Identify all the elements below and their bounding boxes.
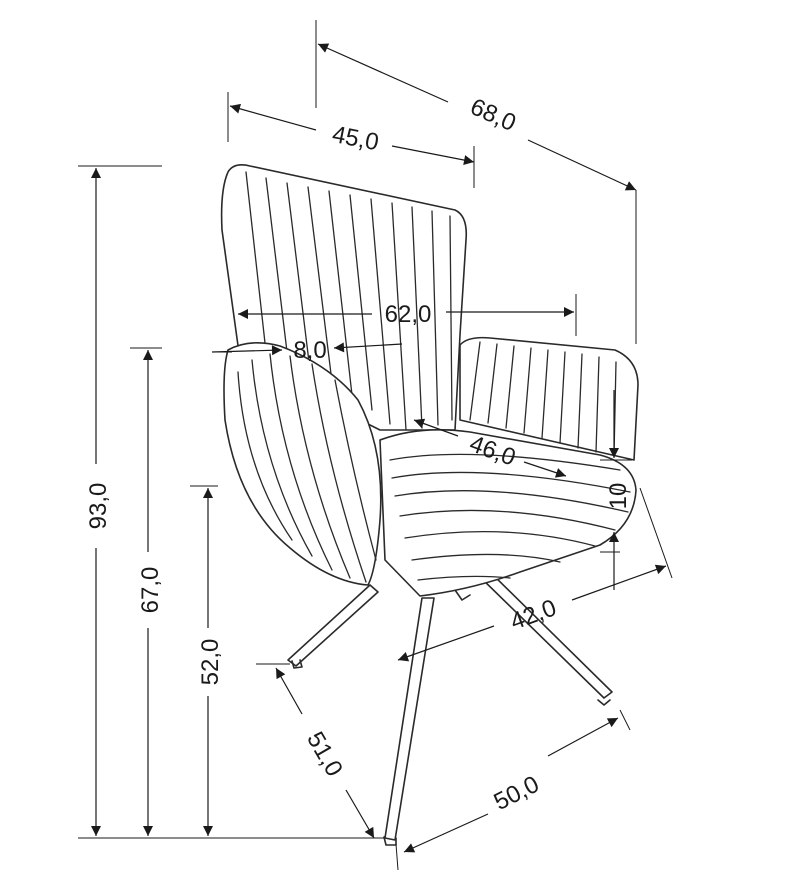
- label-seat-width: 45,0: [330, 121, 381, 156]
- label-base-width: 50,0: [490, 771, 544, 816]
- left-armrest: [223, 342, 382, 586]
- label-overall-height: 93,0: [85, 483, 112, 530]
- label-overall-width: 62,0: [385, 301, 432, 328]
- chair-legs: [287, 569, 613, 846]
- right-armrest: [459, 336, 639, 461]
- label-seat-thickness: 10: [605, 483, 632, 510]
- label-overall-depth: 68,0: [466, 93, 520, 137]
- label-armrest-width: 8,0: [293, 337, 326, 364]
- label-base-depth: 51,0: [301, 727, 348, 781]
- label-seat-height: 52,0: [197, 639, 224, 686]
- dimension-lines: [78, 20, 673, 871]
- chair-illustration: [220, 164, 639, 846]
- seat-cushion: [379, 428, 637, 597]
- label-armrest-height: 67,0: [137, 567, 164, 614]
